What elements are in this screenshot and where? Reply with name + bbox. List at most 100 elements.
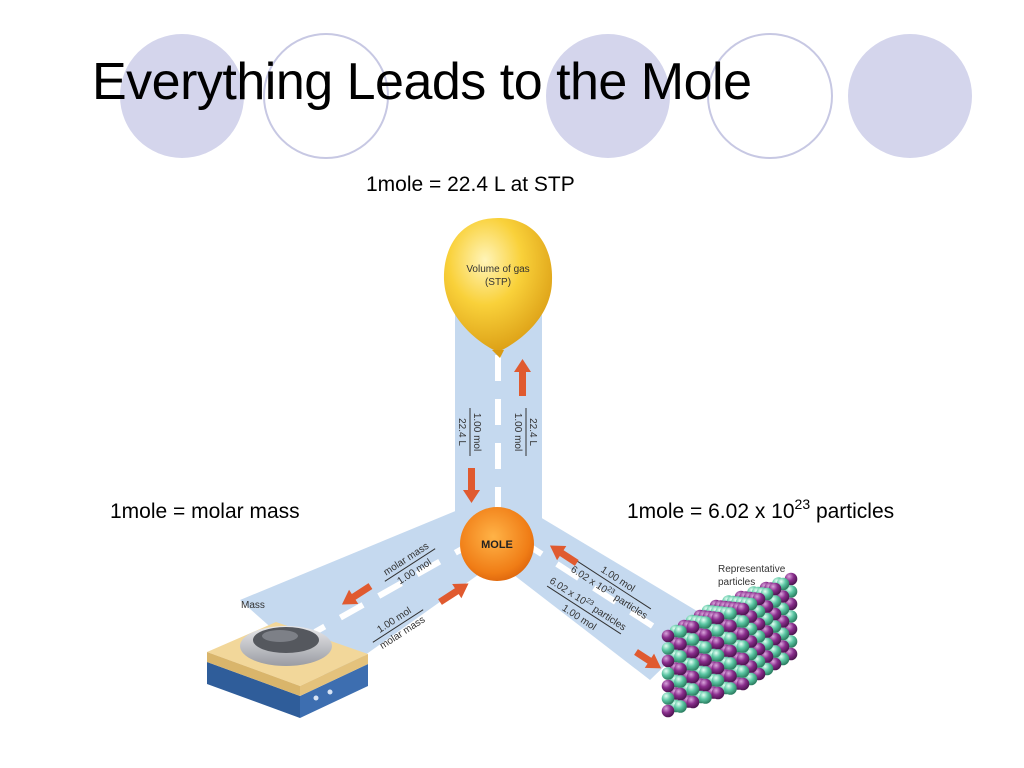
particle-green [686, 633, 700, 646]
particle-cube [661, 572, 798, 718]
particle-green [661, 692, 675, 705]
particle-purple [711, 661, 725, 675]
fraction-right-out-bar [546, 585, 622, 635]
particle-green [661, 667, 675, 680]
decor-circle-3 [546, 34, 670, 158]
arrow-to-mass-shaft [350, 583, 373, 601]
particle-purple [699, 628, 712, 642]
particle-green [686, 658, 700, 671]
balloon: Volume of gas (STP) [443, 218, 553, 358]
particle-purple [724, 644, 737, 658]
scale-base-front [207, 662, 300, 718]
arrow-particles-to-mole-head [549, 545, 567, 561]
decor-circle-4 [707, 33, 833, 159]
particle-purple [661, 654, 675, 668]
scale-base-side [300, 664, 368, 718]
particle-green [674, 675, 687, 688]
fraction-left-in-bar [372, 609, 424, 643]
arrow-up-to-gas [514, 359, 531, 396]
particle-green [724, 632, 737, 645]
particle-green [724, 607, 737, 620]
fraction-right-out-top-exp: 23 [584, 597, 594, 607]
particle-green [724, 682, 737, 695]
particle-purple [674, 662, 687, 676]
arrow-to-particles [634, 649, 662, 669]
arrow-particles-to-mole [549, 545, 579, 566]
arrow-up-shaft [519, 372, 526, 396]
particle-green [674, 700, 687, 713]
particle-purple [724, 669, 737, 683]
decor-circle-5 [848, 34, 972, 158]
particle-green [711, 624, 725, 637]
particle-purple [724, 619, 737, 633]
particle-purple [736, 677, 750, 691]
fraction-right-in-bottom-exp: 23 [606, 586, 616, 596]
arrow-down-to-mole [463, 468, 480, 503]
arrow-mass-to-mole-shaft [438, 587, 461, 605]
fraction-up-bottom: 1.00 mol [512, 413, 523, 451]
particle-purple [686, 645, 700, 659]
particle-purple [711, 636, 725, 650]
particle-green [661, 642, 675, 655]
particle-purple [711, 611, 725, 625]
particle-green [736, 615, 750, 628]
fraction-left-out-bar [384, 548, 436, 582]
path-left-divider [313, 537, 480, 635]
mass-label: Mass [241, 600, 265, 611]
particle-purple [711, 686, 725, 700]
mole-center: MOLE [460, 507, 534, 581]
balloon-knot [492, 350, 504, 358]
arrow-down-head [463, 490, 480, 503]
balloon-label-line1: Volume of gas [466, 264, 529, 275]
particle-purple [686, 695, 700, 709]
particle-green [699, 616, 712, 629]
particle-purple [699, 653, 712, 667]
fraction-right-in-bar [576, 560, 652, 610]
arrow-to-particles-shaft [634, 649, 654, 665]
arrow-particles-to-mole-shaft [558, 549, 579, 566]
particle-green [674, 625, 687, 638]
caption-particles-suffix: particles [810, 500, 895, 523]
particle-purple [686, 670, 700, 684]
particle-green [699, 691, 712, 704]
mass-scale: Mass [207, 600, 368, 718]
arrow-mass-to-mole-head [452, 583, 469, 599]
mole-label: MOLE [481, 539, 513, 551]
scale-top-edge [207, 652, 300, 696]
caption-particles-exponent: 23 [794, 496, 811, 512]
arrow-down-shaft [468, 468, 475, 492]
scale-top-edge-side [300, 654, 368, 696]
particle-purple [736, 652, 750, 666]
particle-green [686, 683, 700, 696]
particle-purple [686, 620, 700, 634]
particle-green [674, 650, 687, 663]
particle-green [711, 674, 725, 687]
decor-circle-1 [120, 34, 244, 158]
scale-sample-highlight [262, 630, 298, 642]
particles-label-line2: particles [718, 577, 755, 588]
fraction-down-top: 1.00 mol [471, 413, 482, 451]
particle-green [699, 666, 712, 679]
balloon-body [443, 218, 553, 350]
fraction-down: 1.00 mol 22.4 L [456, 408, 482, 456]
caption-volume: 1mole = 22.4 L at STP [366, 173, 575, 196]
arrow-up-head [514, 359, 531, 372]
arrow-to-mass-head [341, 589, 359, 605]
fraction-down-bottom: 22.4 L [456, 418, 467, 446]
caption-mass: 1mole = molar mass [110, 500, 300, 523]
caption-particles-prefix: 1mole = 6.02 x 10 [627, 500, 795, 523]
slide-title: Everything Leads to the Mole [92, 53, 752, 111]
particle-purple [674, 687, 687, 701]
particle-green [699, 641, 712, 654]
particle-purple [736, 627, 750, 641]
particle-green [736, 665, 750, 678]
particle-purple [736, 602, 750, 616]
particle-purple [661, 704, 675, 718]
particle-purple [674, 637, 687, 651]
particle-purple [699, 678, 712, 692]
decorative-circles [120, 33, 972, 159]
balloon-label-line2: (STP) [485, 277, 511, 288]
particles-label-line1: Representative [718, 564, 786, 575]
path-right-divider [518, 537, 670, 639]
